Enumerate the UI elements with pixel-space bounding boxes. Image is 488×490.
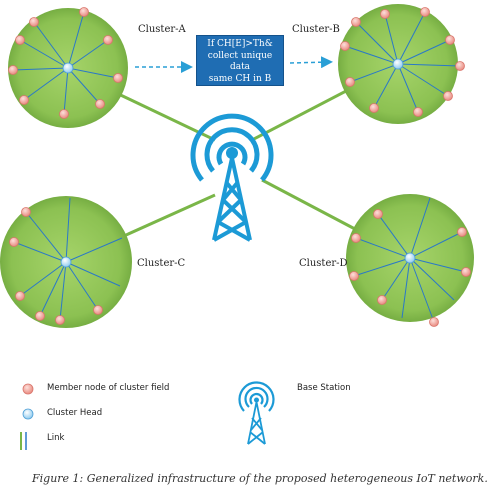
condition-line-2: collect unique data <box>207 50 273 73</box>
member-node <box>59 109 69 119</box>
legend-cluster-head-label: Cluster Head <box>47 408 103 418</box>
legend-member-node-icon <box>22 383 34 395</box>
cluster-c-label: Cluster-C <box>137 258 186 269</box>
member-node <box>380 9 390 19</box>
network-diagram: Cluster-A Cluster-B Cluster-C Cluster-D … <box>0 4 488 485</box>
member-node <box>35 311 45 321</box>
cluster-head <box>60 256 72 268</box>
cluster-a <box>8 7 128 128</box>
member-node <box>93 305 103 315</box>
member-node <box>445 35 455 45</box>
member-node <box>443 91 453 101</box>
cluster-b-label: Cluster-B <box>292 24 340 35</box>
figure-caption: Figure 1: Generalized infrastructure of … <box>32 472 488 485</box>
member-node <box>369 103 379 113</box>
legend-cluster-head-icon <box>22 408 34 420</box>
cluster-d-label: Cluster-D <box>299 258 348 269</box>
member-node <box>8 65 18 75</box>
legend-base-station-label: Base Station <box>297 383 351 393</box>
member-node <box>113 73 123 83</box>
member-node <box>413 107 423 117</box>
member-node <box>29 17 39 27</box>
legend-base-station-icon <box>238 381 275 445</box>
member-node <box>15 291 25 301</box>
diagram-canvas <box>0 4 474 450</box>
member-node <box>377 295 387 305</box>
member-node <box>429 317 439 327</box>
cluster-a-label: Cluster-A <box>138 24 186 35</box>
arrow-box-to-b <box>289 56 333 69</box>
cluster-head <box>392 58 404 70</box>
member-node <box>457 227 467 237</box>
member-node <box>345 77 355 87</box>
legend-member-node-label: Member node of cluster field <box>47 383 170 393</box>
condition-line-1: If CH[E]>Th& <box>207 39 273 49</box>
condition-line-3: same CH in B <box>208 73 272 84</box>
member-node <box>19 95 29 105</box>
member-node <box>373 209 383 219</box>
cluster-c <box>0 196 132 328</box>
member-node <box>351 17 361 27</box>
cluster-d <box>346 194 474 327</box>
member-node <box>15 35 25 45</box>
cluster-head <box>62 62 74 74</box>
legend-link-label: Link <box>47 433 65 443</box>
member-node <box>351 233 361 243</box>
member-node <box>461 267 471 277</box>
member-node <box>55 315 65 325</box>
member-node <box>103 35 113 45</box>
cluster-head <box>404 252 416 264</box>
member-node <box>420 7 430 17</box>
member-node <box>79 7 89 17</box>
legend-icons <box>20 383 34 450</box>
member-node <box>455 61 465 71</box>
member-node <box>9 237 19 247</box>
member-node <box>340 41 350 51</box>
member-node <box>21 207 31 217</box>
cluster-b <box>338 4 465 124</box>
base-station-icon <box>190 113 274 242</box>
member-node <box>349 271 359 281</box>
member-node <box>95 99 105 109</box>
condition-box: If CH[E]>Th& collect unique data same CH… <box>196 35 284 86</box>
